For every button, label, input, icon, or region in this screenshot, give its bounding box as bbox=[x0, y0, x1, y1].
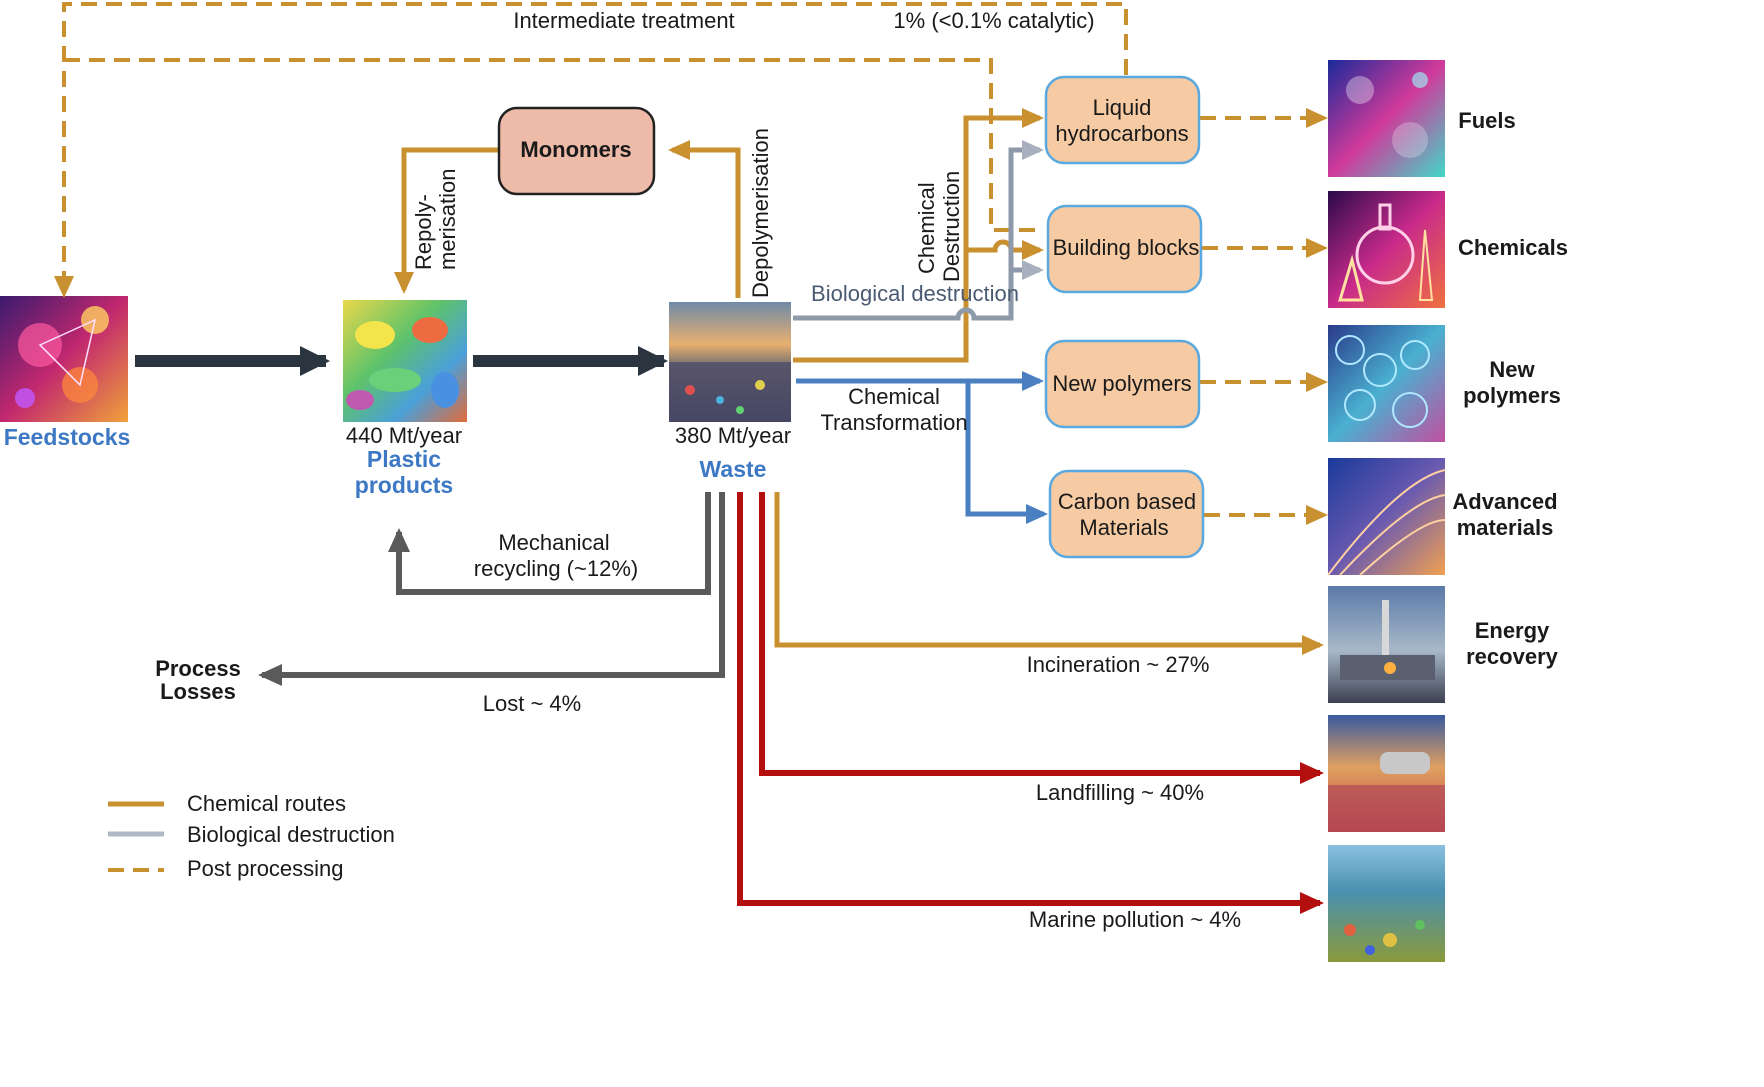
plastic-products-label-line1: Plastic bbox=[367, 446, 441, 472]
chemical-destruction-to-building-blocks-arrow bbox=[966, 239, 1044, 260]
chemicals-label: Chemicals bbox=[1458, 235, 1568, 260]
process-losses-arrow bbox=[258, 492, 725, 686]
feedstocks-label: Feedstocks bbox=[4, 424, 131, 450]
plastic-products-picture bbox=[343, 300, 467, 422]
chemical-destruction-label-line1: Chemical bbox=[914, 182, 939, 274]
legend: Chemical routes Biological destruction P… bbox=[108, 791, 395, 881]
landfilling-label: Landfilling ~ 40% bbox=[1036, 780, 1204, 805]
new-polymers-output-line2: polymers bbox=[1463, 383, 1561, 408]
process-losses-label-line2: Losses bbox=[160, 679, 236, 704]
new-polymers-output-line1: New bbox=[1489, 357, 1535, 382]
new-polymers-box: New polymers bbox=[1044, 339, 1201, 429]
advanced-materials-picture bbox=[1327, 458, 1446, 576]
incineration-arrow bbox=[774, 492, 1324, 655]
marine-pollution-label: Marine pollution ~ 4% bbox=[1029, 907, 1241, 932]
transformation-to-carbon-materials-arrow bbox=[965, 381, 1048, 524]
repolymerisation-label-line1: Repoly- bbox=[411, 194, 436, 270]
energy-recovery-label-line1: Energy bbox=[1475, 618, 1550, 643]
carbon-materials-label-line1: Carbon based bbox=[1058, 489, 1196, 514]
repolymerisation-label-line2: merisation bbox=[435, 169, 460, 270]
legend-biological-label: Biological destruction bbox=[187, 822, 395, 847]
mechanical-recycling-arrow bbox=[388, 492, 711, 595]
chemical-transformation-label-line1: Chemical bbox=[848, 384, 940, 409]
process-losses-label-line1: Process bbox=[155, 656, 241, 681]
new-polymers-picture bbox=[1328, 325, 1445, 442]
waste-label: Waste bbox=[700, 456, 767, 482]
chemical-destruction-label-line2: Destruction bbox=[939, 171, 964, 282]
landfilling-picture bbox=[1328, 715, 1445, 832]
energy-recovery-picture bbox=[1328, 586, 1445, 703]
liquid-hydrocarbons-box: Liquid hydrocarbons bbox=[1044, 75, 1201, 165]
fuels-label: Fuels bbox=[1458, 108, 1515, 133]
fuels-picture bbox=[1328, 60, 1445, 177]
mechanical-recycling-label-line2: recycling (~12%) bbox=[474, 556, 638, 581]
marine-pollution-picture bbox=[1328, 845, 1445, 962]
chemical-destruction-to-liquid-arrow bbox=[793, 108, 1044, 363]
catalytic-share-label: 1% (<0.1% catalytic) bbox=[893, 8, 1094, 33]
intermediate-treatment-outer-line bbox=[62, 2, 1128, 280]
feedstocks-picture bbox=[0, 296, 128, 422]
biological-destruction-label: Biological destruction bbox=[811, 281, 1019, 306]
plastic-products-label-line2: products bbox=[355, 472, 453, 498]
advanced-materials-label-line1: Advanced bbox=[1452, 489, 1557, 514]
marine-pollution-arrow bbox=[737, 492, 1324, 914]
monomers-label: Monomers bbox=[520, 137, 631, 162]
intermediate-treatment-inner-line bbox=[64, 58, 1040, 232]
biological-to-liquid-arrow bbox=[793, 140, 1044, 321]
energy-recovery-label-line2: recovery bbox=[1466, 644, 1559, 669]
incineration-label: Incineration ~ 27% bbox=[1027, 652, 1210, 677]
chemical-transformation-label-line2: Transformation bbox=[820, 410, 967, 435]
legend-chemical-label: Chemical routes bbox=[187, 791, 346, 816]
legend-post-processing-label: Post processing bbox=[187, 856, 344, 881]
waste-picture bbox=[669, 302, 791, 422]
liquid-hydrocarbons-label-line1: Liquid bbox=[1093, 95, 1152, 120]
depolymerisation-arrow bbox=[668, 140, 741, 298]
carbon-based-materials-box: Carbon based Materials bbox=[1048, 469, 1205, 559]
intermediate-treatment-label: Intermediate treatment bbox=[513, 8, 734, 33]
advanced-materials-label-line2: materials bbox=[1457, 515, 1554, 540]
building-blocks-label: Building blocks bbox=[1053, 235, 1200, 260]
new-polymers-label: New polymers bbox=[1052, 371, 1191, 396]
repolymerisation-arrow bbox=[394, 147, 498, 294]
landfilling-arrow bbox=[759, 492, 1324, 784]
waste-amount-label: 380 Mt/year bbox=[675, 423, 791, 448]
lost-label: Lost ~ 4% bbox=[483, 691, 581, 716]
monomers-box: Monomers bbox=[497, 106, 656, 196]
mechanical-recycling-label-line1: Mechanical bbox=[498, 530, 609, 555]
carbon-materials-label-line2: Materials bbox=[1079, 515, 1168, 540]
chemicals-picture bbox=[1328, 191, 1445, 308]
plastic-amount-label: 440 Mt/year bbox=[346, 423, 462, 448]
depolymerisation-label: Depolymerisation bbox=[748, 128, 773, 298]
liquid-hydrocarbons-label-line2: hydrocarbons bbox=[1055, 121, 1188, 146]
building-blocks-box: Building blocks bbox=[1046, 204, 1203, 294]
